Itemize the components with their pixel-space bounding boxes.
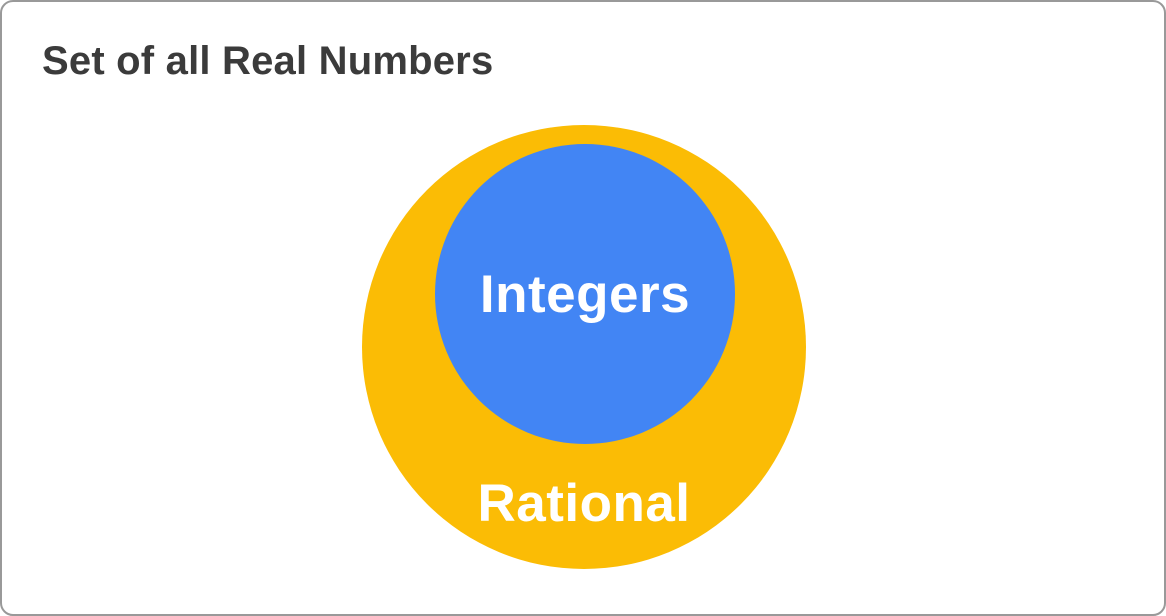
- rational-set-label: Rational: [477, 474, 691, 533]
- rational-set-circle: Integers Rational: [362, 125, 806, 569]
- integers-set-label: Integers: [479, 264, 691, 324]
- page-title: Set of all Real Numbers: [42, 39, 494, 83]
- integers-set-circle: Integers: [435, 144, 735, 444]
